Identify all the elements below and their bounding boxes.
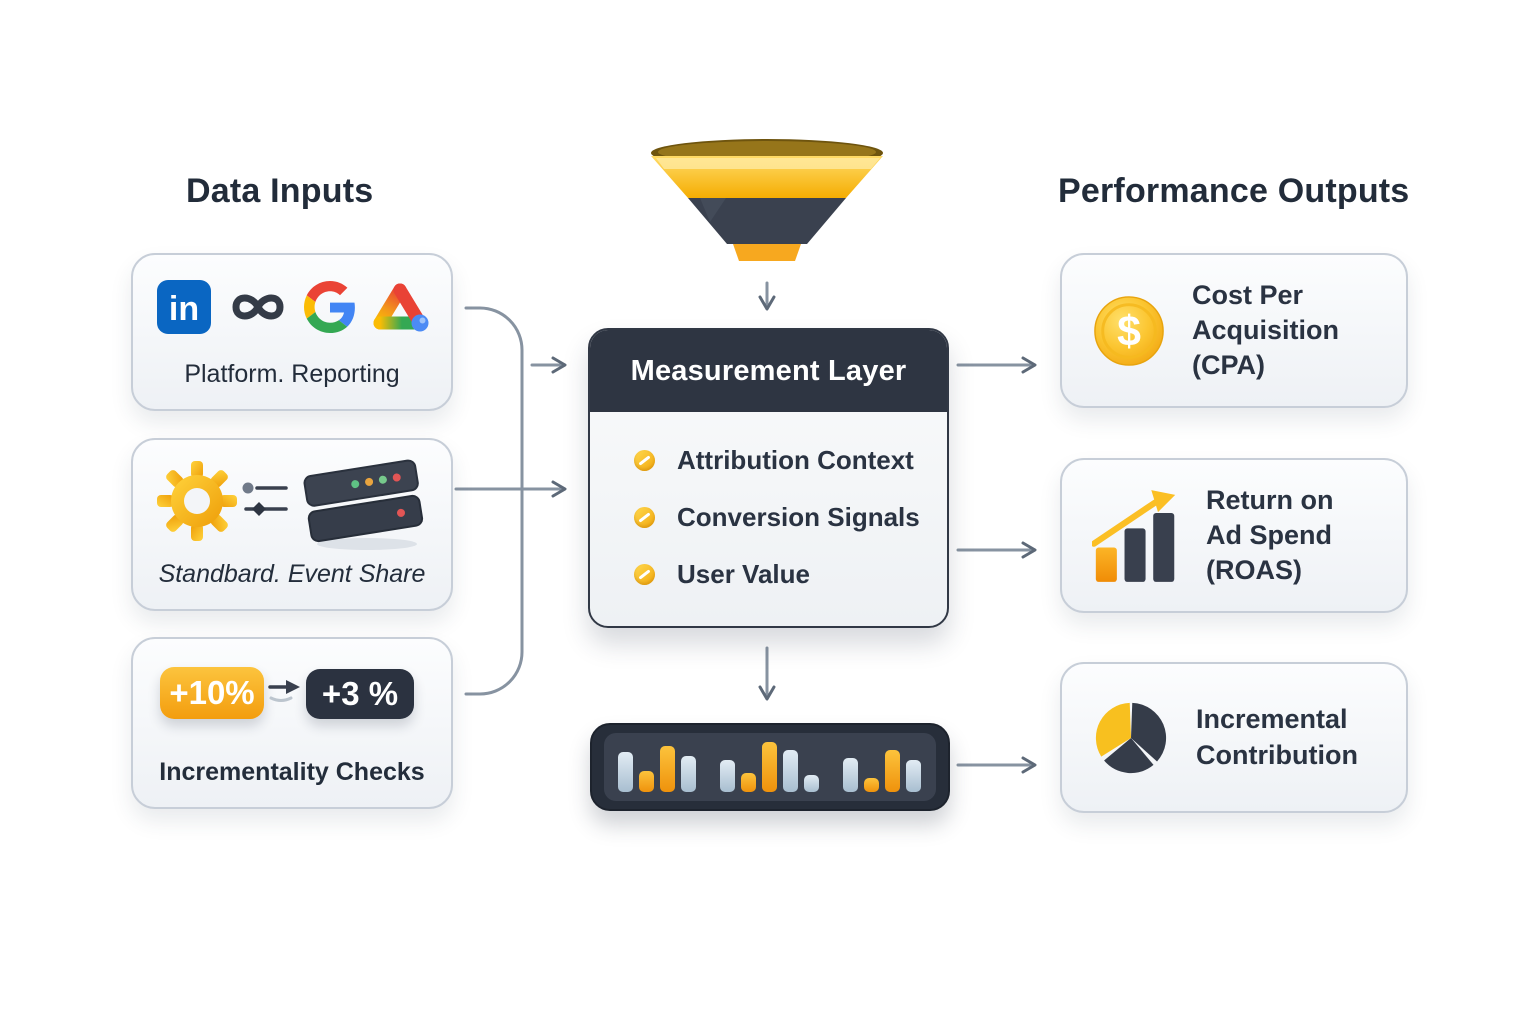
dollar-coin-icon: $ bbox=[1094, 295, 1164, 366]
list-item: Attribution Context bbox=[634, 444, 947, 475]
lift-badge-before: +10% bbox=[160, 667, 264, 719]
coin-icon bbox=[634, 563, 655, 585]
google-icon bbox=[303, 281, 355, 333]
list-item-label: Conversion Signals bbox=[677, 501, 920, 532]
coin-icon bbox=[634, 449, 655, 471]
coin-icon bbox=[634, 506, 655, 528]
bar-chart-widget bbox=[590, 723, 950, 811]
arrow-right-icon bbox=[268, 680, 300, 702]
input-bracket-line bbox=[464, 306, 524, 696]
bar bbox=[843, 758, 858, 792]
input-card-incrementality: +10% +3 % Incrementality Checks bbox=[131, 637, 453, 809]
input-card-platform-reporting: in bbox=[131, 253, 453, 411]
bar bbox=[864, 778, 879, 792]
output-card-roas: Return on Ad Spend (ROAS) bbox=[1060, 458, 1408, 613]
lift-badge-after: +3 % bbox=[306, 669, 414, 719]
bar bbox=[681, 756, 696, 792]
bar bbox=[885, 750, 900, 792]
bar bbox=[720, 760, 735, 792]
input-card-label: Incrementality Checks bbox=[159, 758, 425, 786]
input-card-label: Platform. Reporting bbox=[184, 360, 400, 388]
bar bbox=[741, 773, 756, 792]
bar-group-gap bbox=[825, 791, 837, 792]
output-card-incremental: Incremental Contribution bbox=[1060, 662, 1408, 813]
list-item: User Value bbox=[634, 558, 947, 589]
pie-chart-icon bbox=[1095, 702, 1167, 773]
platform-icon-row: in bbox=[133, 279, 451, 335]
bar bbox=[660, 746, 675, 792]
linkedin-icon: in bbox=[156, 280, 211, 334]
list-item: Conversion Signals bbox=[634, 501, 947, 532]
measurement-layer-title: Measurement Layer bbox=[590, 330, 947, 412]
google-ads-triangle-icon bbox=[373, 283, 428, 332]
input-card-label: Standbard. Event Share bbox=[158, 560, 426, 588]
bar bbox=[783, 750, 798, 792]
output-card-label: Cost Per Acquisition (CPA) bbox=[1192, 279, 1339, 381]
bar-group-gap bbox=[702, 791, 714, 792]
svg-text:in: in bbox=[168, 290, 198, 328]
output-card-cpa: $ Cost Per Acquisition (CPA) bbox=[1060, 253, 1408, 408]
server-stack-icon bbox=[303, 459, 424, 550]
bar-chart-panel bbox=[604, 733, 936, 801]
data-inputs-heading: Data Inputs bbox=[186, 172, 374, 210]
bar-chart-bars bbox=[618, 742, 922, 792]
list-item-label: Attribution Context bbox=[677, 444, 914, 475]
sliders-icon bbox=[242, 482, 288, 516]
list-item-label: User Value bbox=[677, 558, 810, 589]
input-card-event-share: Standbard. Event Share bbox=[131, 438, 453, 611]
svg-text:$: $ bbox=[1117, 307, 1141, 355]
bar bbox=[639, 771, 654, 792]
bar bbox=[906, 760, 921, 792]
performance-outputs-heading: Performance Outputs bbox=[1058, 172, 1410, 210]
bar bbox=[618, 752, 633, 792]
gear-icon bbox=[157, 461, 237, 541]
measurement-layer-list: Attribution Context Conversion Signals U… bbox=[590, 412, 947, 589]
funnel-icon bbox=[651, 139, 883, 261]
bar bbox=[804, 775, 819, 792]
bar bbox=[762, 742, 777, 792]
meta-icon bbox=[231, 294, 284, 320]
growth-bars-icon bbox=[1092, 489, 1176, 582]
output-card-label: Return on Ad Spend (ROAS) bbox=[1206, 484, 1334, 586]
measurement-layer-card: Measurement Layer Attribution Context Co… bbox=[588, 328, 949, 628]
output-card-label: Incremental Contribution bbox=[1196, 704, 1358, 770]
